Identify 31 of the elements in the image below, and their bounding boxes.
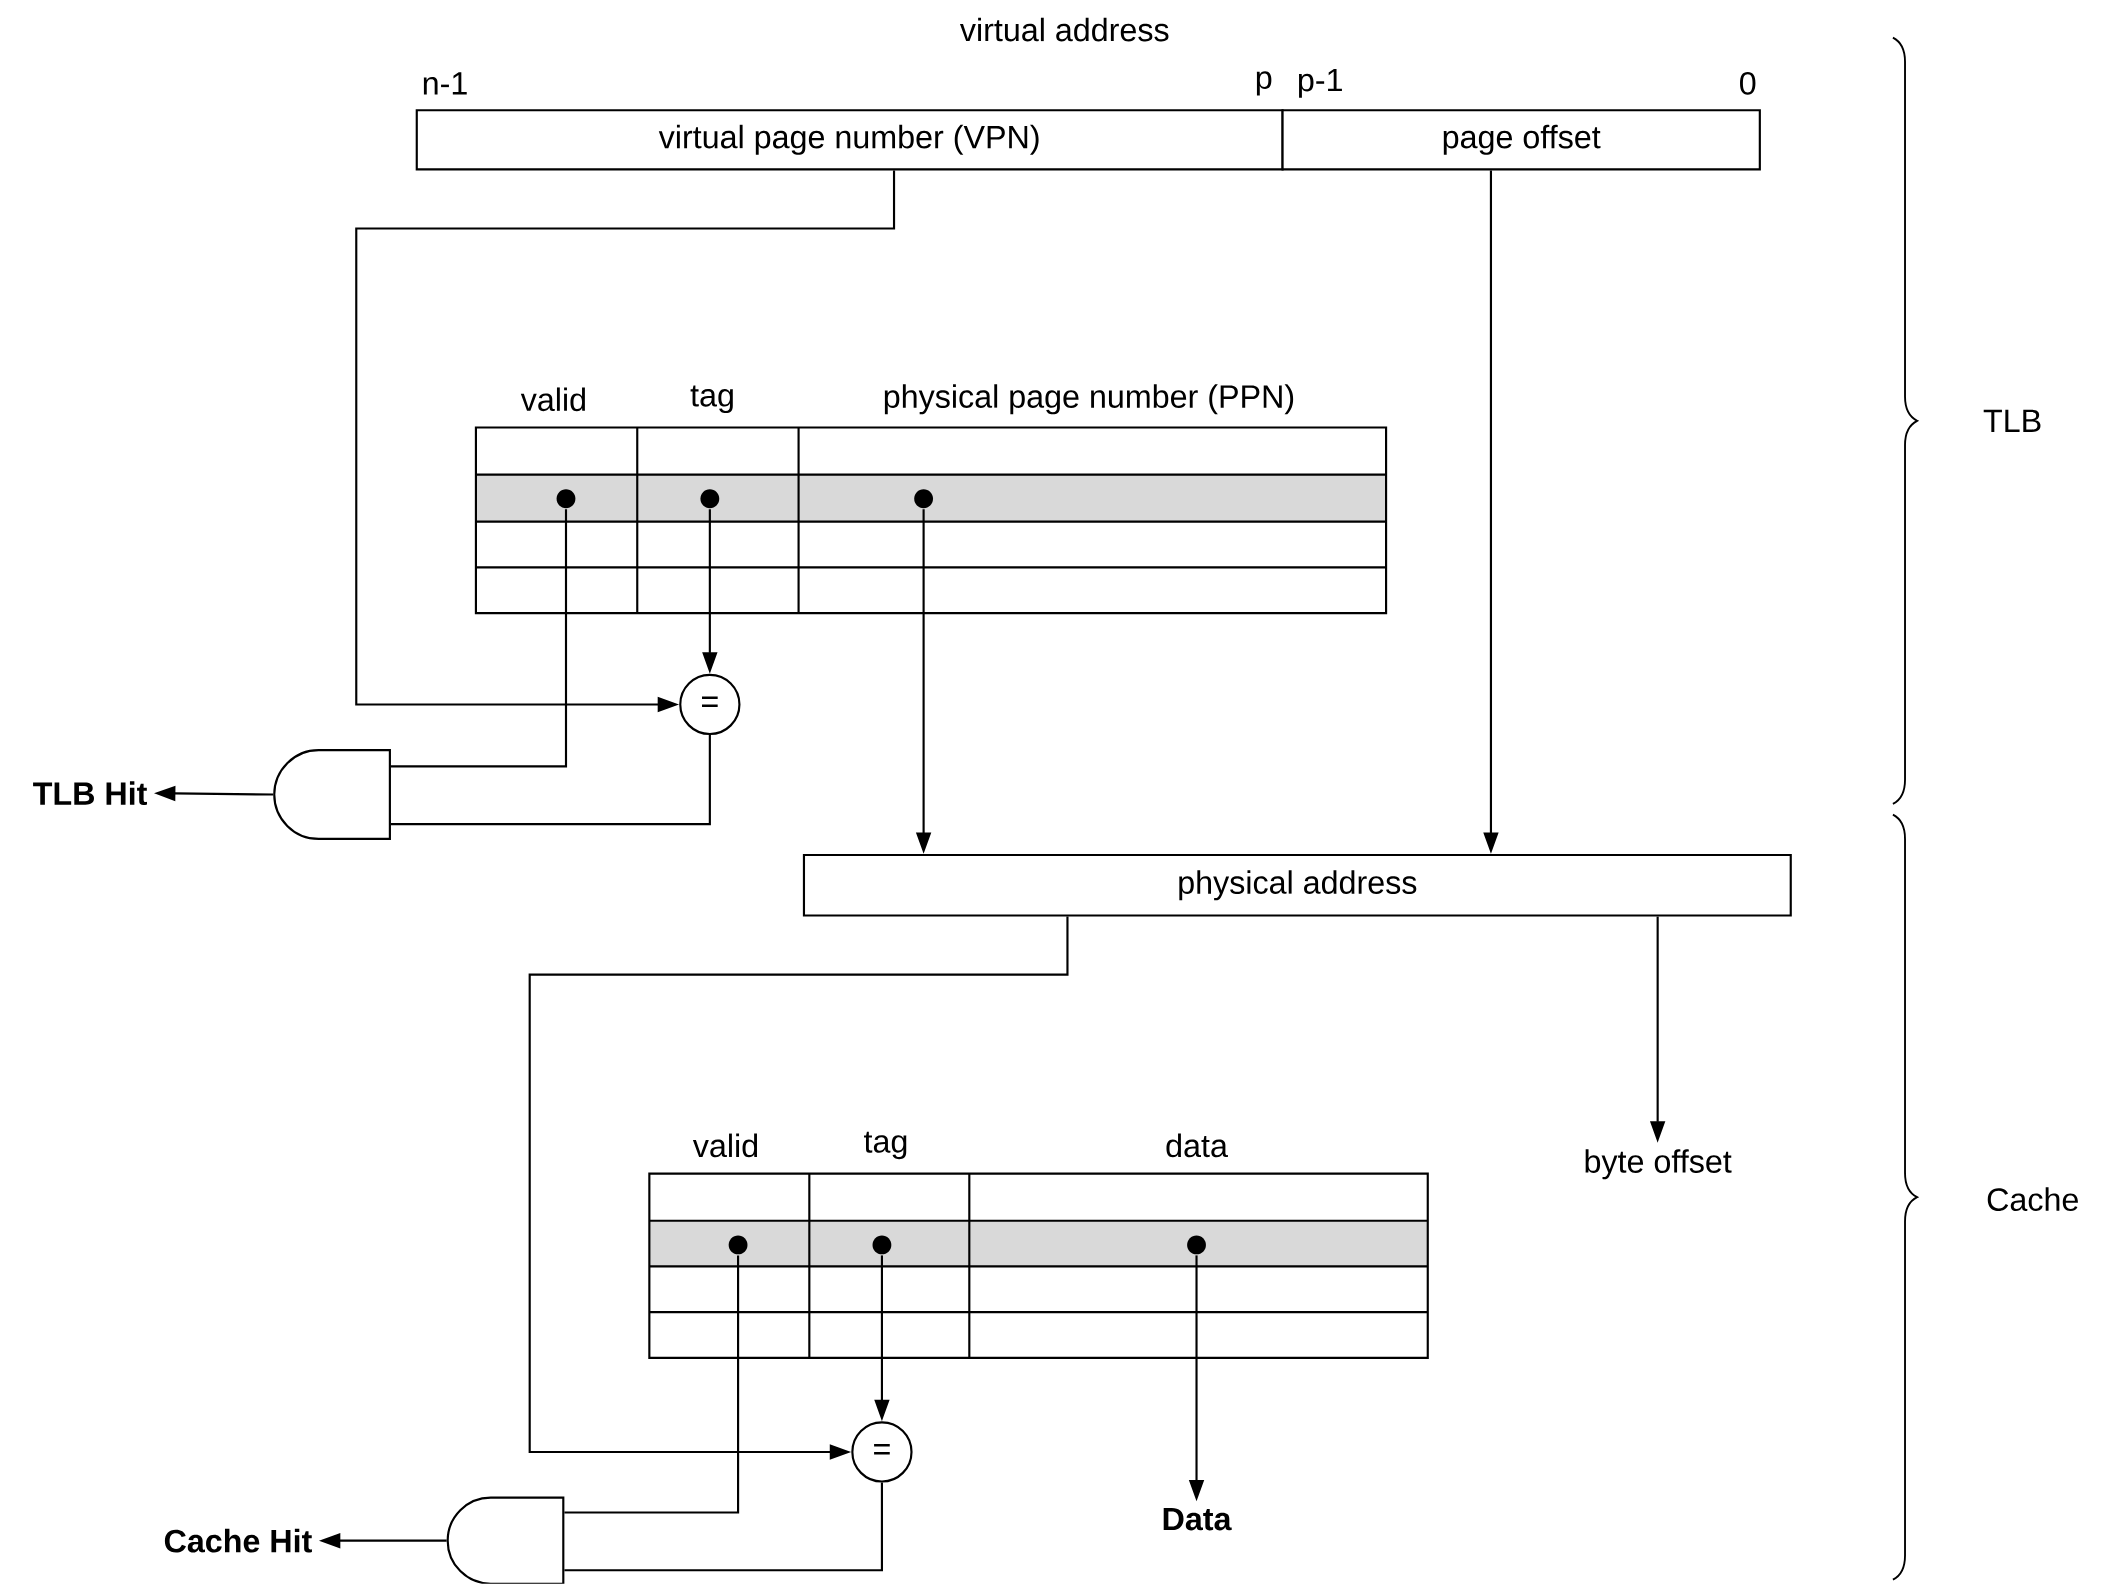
section-label: TLB — [1983, 409, 2041, 433]
connector — [564, 1255, 740, 1514]
field-label: byte offset — [1585, 1149, 1732, 1180]
title-label: virtual address — [959, 17, 1169, 42]
address-field-box: virtual page number (VPN) — [415, 109, 1284, 171]
connector — [390, 735, 711, 826]
connection-dot — [1187, 1235, 1206, 1255]
connection-dot — [700, 489, 720, 509]
connector — [528, 916, 1069, 1460]
column-header: valid — [692, 1133, 758, 1158]
column-header: data — [1166, 1133, 1228, 1158]
bit-index: p-1 — [1299, 69, 1342, 98]
bit-index: p — [1256, 71, 1272, 96]
output-label: Data — [1163, 1508, 1232, 1531]
column-header: physical page number (PPN) — [884, 384, 1294, 415]
connector — [390, 509, 568, 768]
output-label: TLB Hit — [33, 781, 147, 806]
column-header: tag — [864, 1131, 907, 1160]
and-gate — [446, 1496, 565, 1584]
output-label: Cache Hit — [164, 1529, 312, 1553]
connection-dot — [872, 1235, 892, 1255]
address-field-box: physical address — [802, 854, 1792, 917]
connection-dot — [728, 1235, 748, 1255]
section-label: Cache — [1987, 1187, 2078, 1212]
column-header: valid — [520, 387, 585, 412]
connection-dot — [914, 489, 933, 509]
column-header: tag — [690, 385, 733, 414]
connector — [564, 1482, 883, 1572]
address-field-box: page offset — [1281, 109, 1761, 171]
connection-dot — [556, 489, 576, 509]
and-gate — [273, 749, 391, 841]
